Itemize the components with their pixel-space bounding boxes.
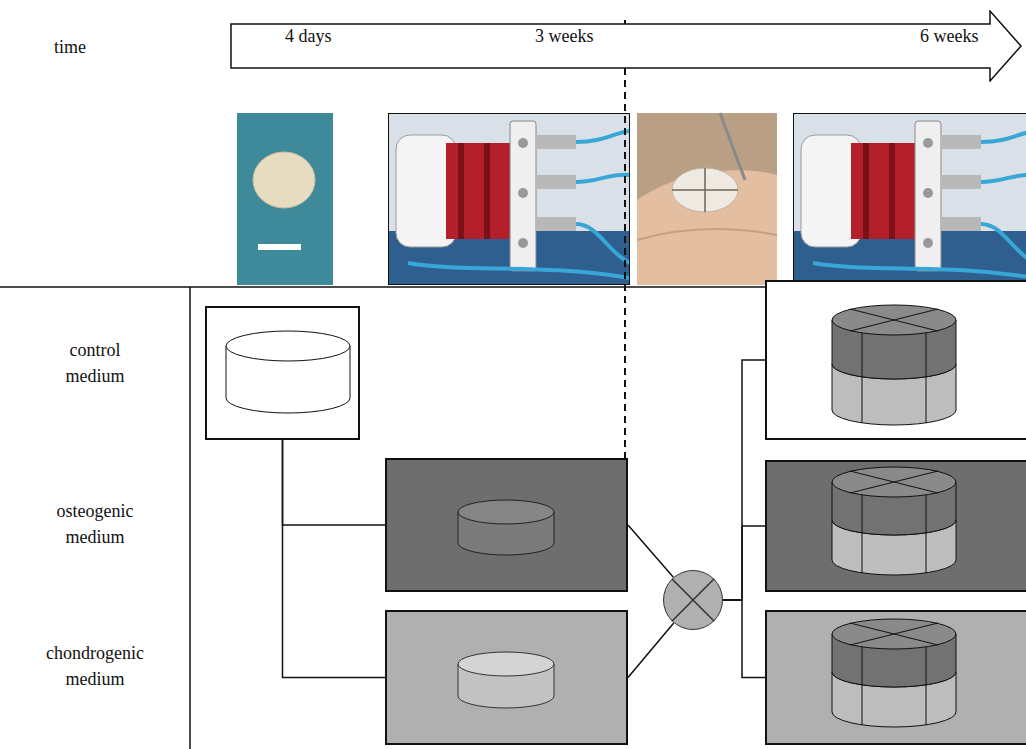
row-label: osteogenic medium: [40, 498, 150, 550]
connector-line: [628, 623, 674, 678]
connector-line: [283, 440, 386, 525]
row-label: control medium: [40, 337, 150, 389]
bioreactor-photo: [388, 113, 630, 285]
connector-line: [723, 360, 765, 600]
time-label: 4 days: [285, 25, 332, 47]
axis-label: time: [30, 34, 110, 60]
medium-box: [205, 306, 360, 440]
connector: [628, 623, 674, 678]
circle-cross: [663, 570, 723, 630]
time-label: 3 weeks: [535, 25, 593, 47]
connector: [628, 525, 673, 577]
row-label: chondrogenic medium: [40, 640, 150, 692]
medium-box: [385, 458, 628, 592]
arrow-shape: [231, 11, 1021, 81]
cross-line: [671, 578, 713, 620]
time-label: 6 weeks: [920, 25, 978, 47]
connector: [723, 600, 765, 678]
arrow-outline: [230, 10, 1022, 82]
connector-line: [628, 525, 673, 577]
connector-line: [723, 600, 765, 678]
scaffold-cylinder: [226, 331, 350, 413]
bilayer-cylinder: [832, 619, 956, 727]
connector: [283, 440, 386, 678]
scaffold-photo: [237, 113, 333, 285]
medium-box: [765, 610, 1026, 745]
connector: [723, 526, 765, 600]
scaffold-cylinder: [458, 500, 554, 555]
connector: [723, 360, 765, 600]
connector: [283, 440, 386, 525]
divider-line: [189, 287, 191, 749]
time-marker-dashed: [624, 20, 626, 458]
scaffold-cylinder: [458, 652, 554, 708]
bioreactor-photo: [793, 113, 1026, 285]
cross-line: [671, 578, 713, 620]
bilayer-cylinder: [832, 305, 956, 425]
combine-circle: [663, 570, 723, 630]
cut-scaffold-photo: [637, 113, 777, 285]
time-arrow: 4 days 3 weeks 6 weeks: [230, 10, 1022, 82]
medium-box: [765, 280, 1026, 440]
medium-box: [385, 610, 628, 745]
bilayer-cylinder: [832, 467, 956, 575]
medium-box: [765, 460, 1026, 592]
connector-line: [723, 526, 765, 600]
connector-line: [283, 440, 386, 678]
